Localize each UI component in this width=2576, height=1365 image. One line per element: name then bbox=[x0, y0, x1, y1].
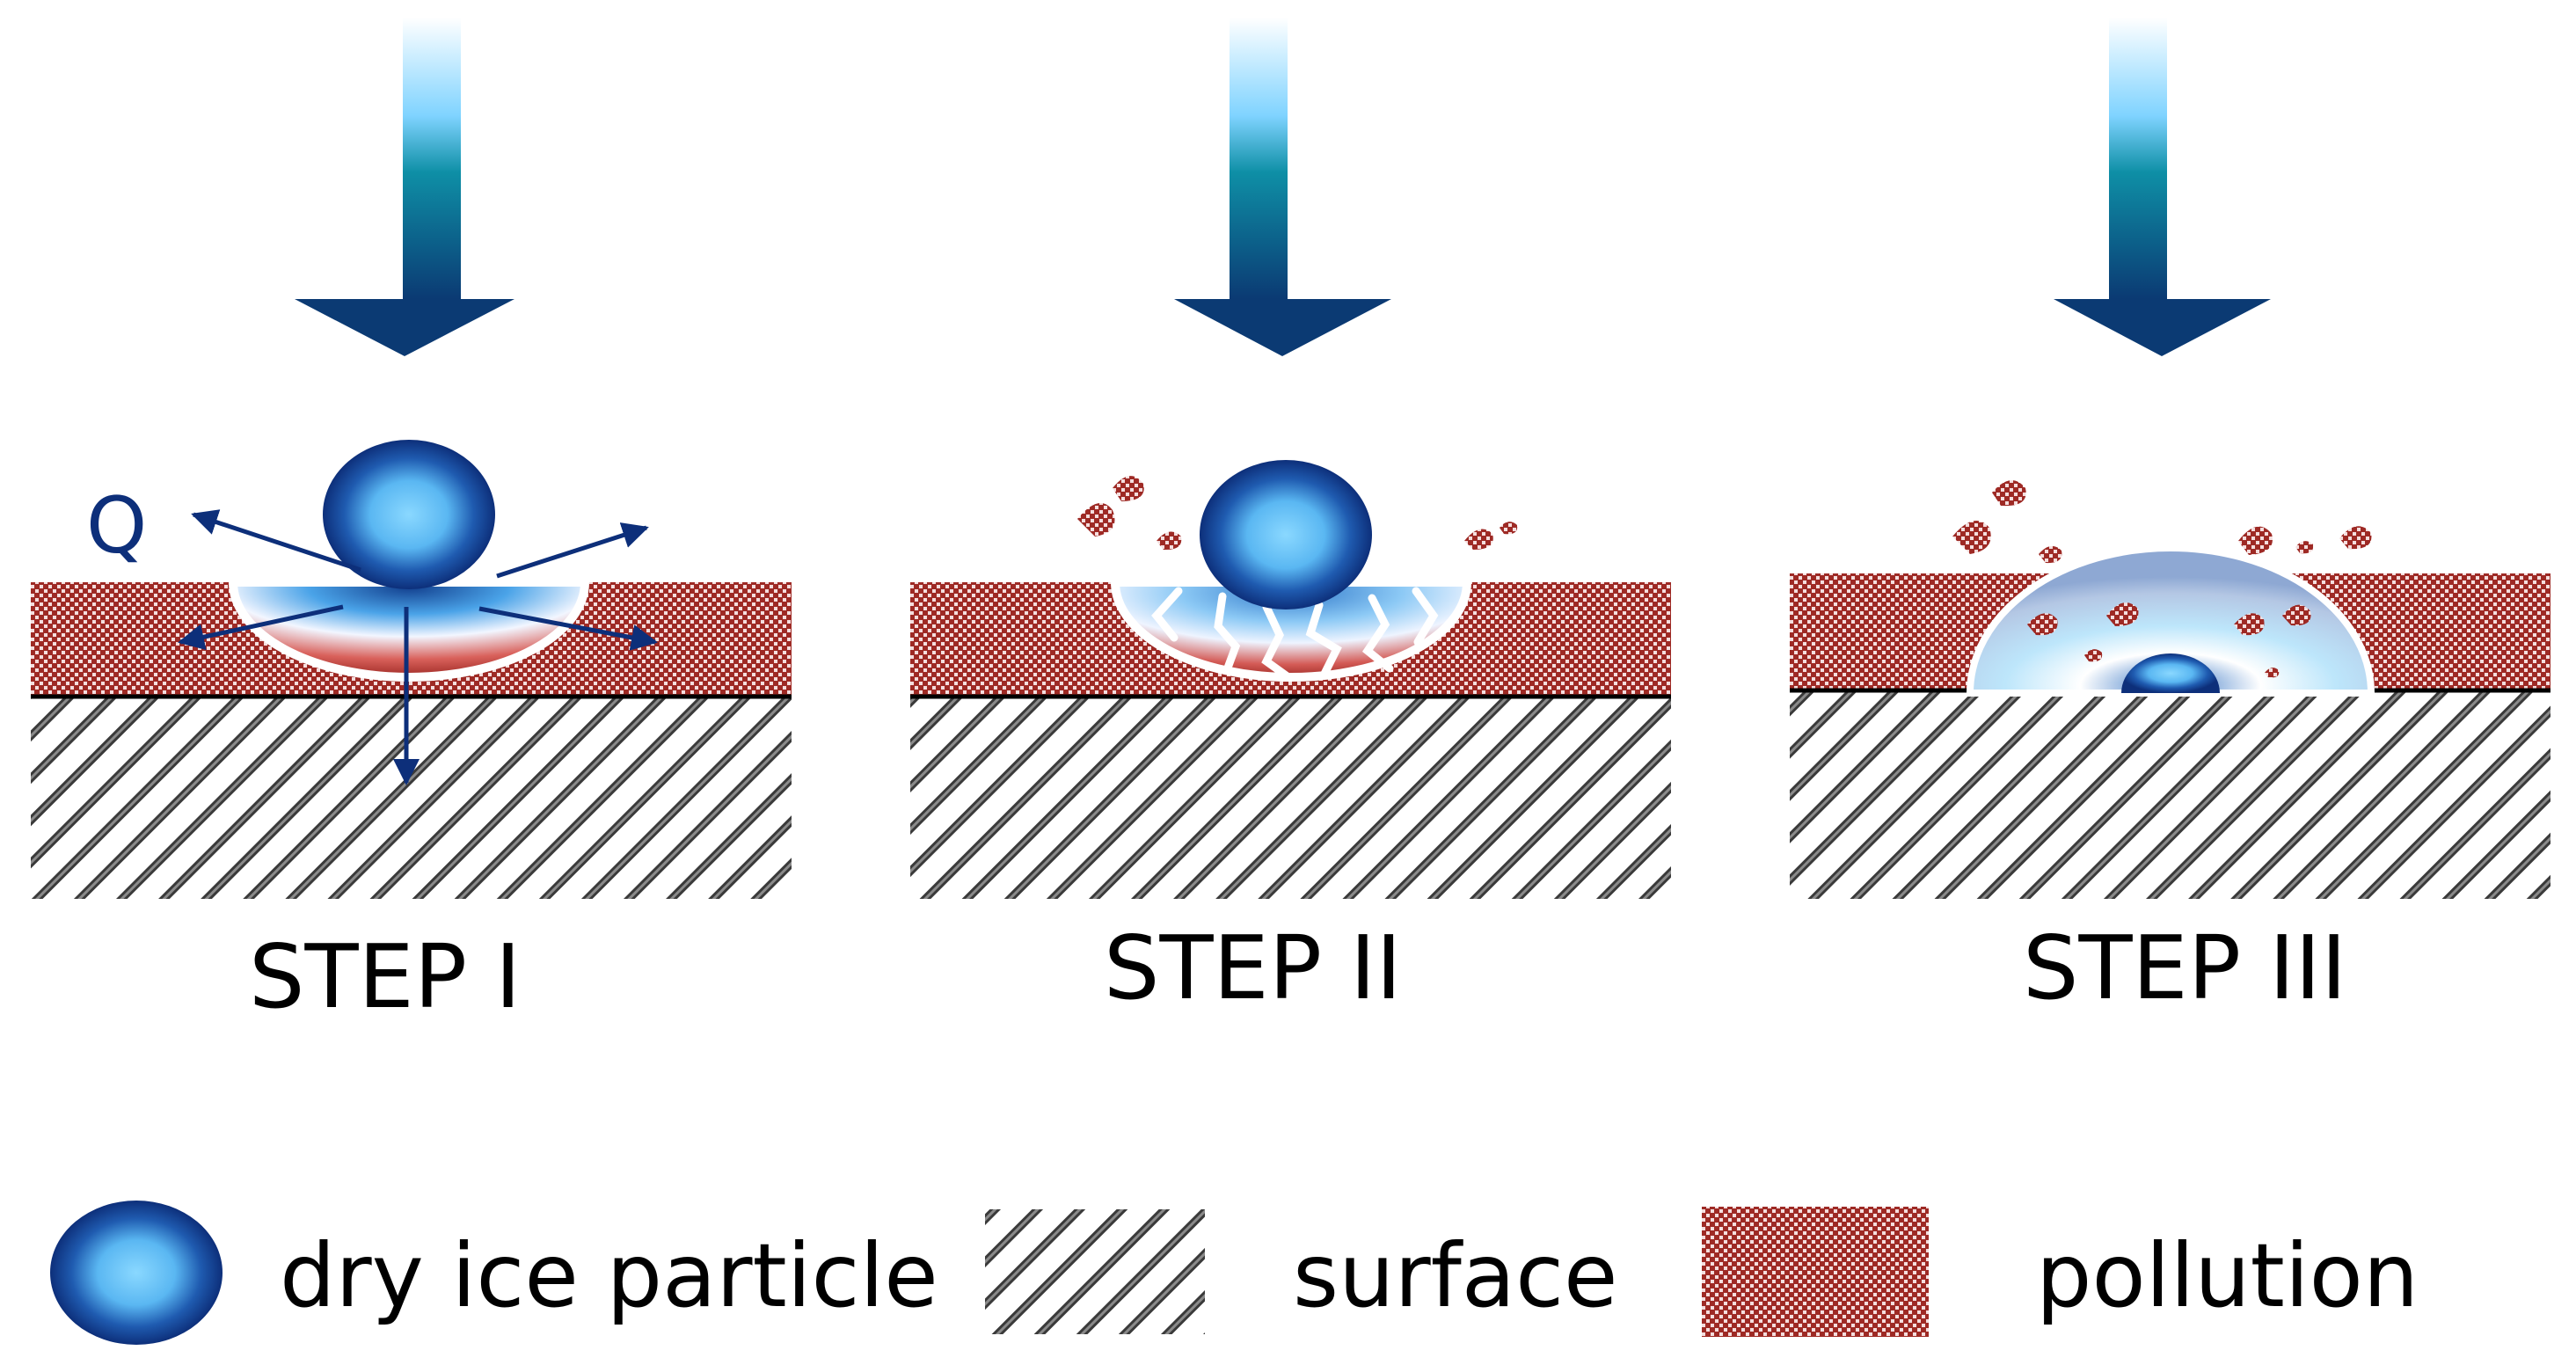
surface-3 bbox=[1790, 690, 2550, 899]
step-1-label: STEP I bbox=[249, 925, 521, 1028]
jet-arrow-1 bbox=[295, 18, 514, 356]
legend-particle-label: dry ice particle bbox=[280, 1224, 938, 1327]
dry-ice-remnant-3 bbox=[2121, 653, 2220, 693]
step-2-panel: STEP II bbox=[910, 18, 1671, 1019]
jet-arrow-2 bbox=[1174, 18, 1391, 356]
step-1-panel: Q STEP I bbox=[31, 18, 792, 1028]
step-2-label: STEP II bbox=[1104, 916, 1402, 1019]
legend: dry ice particle surface pollution bbox=[50, 1201, 2419, 1345]
dry-ice-particle-icon bbox=[50, 1201, 223, 1345]
surface-1 bbox=[31, 697, 792, 899]
step-3-panel: STEP III bbox=[1790, 18, 2550, 1019]
step-3-label: STEP III bbox=[2023, 916, 2346, 1019]
pollution-pattern-icon bbox=[1702, 1207, 1929, 1337]
crack-lines bbox=[1151, 587, 1439, 682]
sublimation-dome-3 bbox=[1966, 544, 2375, 697]
dry-ice-particle-1 bbox=[323, 440, 495, 589]
surface-2 bbox=[910, 697, 1671, 899]
legend-pollution-label: pollution bbox=[2036, 1224, 2419, 1327]
dry-ice-particle-2 bbox=[1200, 460, 1372, 610]
legend-surface-label: surface bbox=[1293, 1224, 1618, 1327]
pollution-fragments-2 bbox=[1077, 476, 1518, 551]
heat-q-label: Q bbox=[86, 480, 147, 571]
jet-arrow-3 bbox=[2054, 18, 2271, 356]
pollution-fragments-3 bbox=[1952, 480, 2372, 678]
heat-flow-arrows bbox=[178, 509, 658, 785]
hatched-surface-icon bbox=[985, 1209, 1205, 1334]
